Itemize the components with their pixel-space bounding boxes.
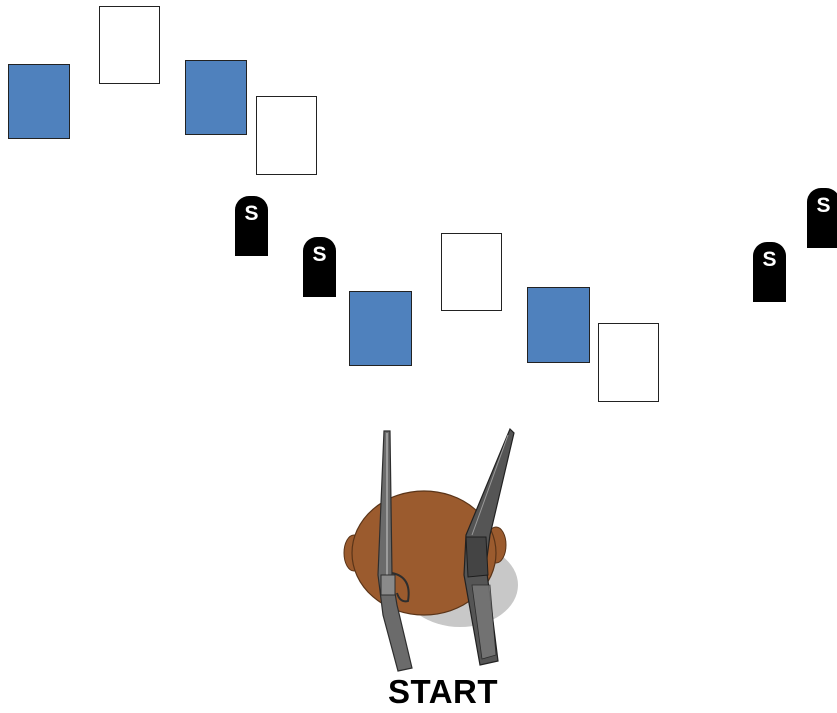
- shooter-with-rifle-and-shotgun-icon: [343, 427, 518, 672]
- stand-marker-letter: S: [762, 248, 777, 271]
- blue-target: [8, 64, 70, 139]
- white-target: [256, 96, 317, 175]
- stand-marker-letter: S: [244, 202, 259, 225]
- stand-marker-letter: S: [816, 194, 831, 217]
- stand-marker-letter: S: [312, 243, 327, 266]
- stand-marker: S: [753, 242, 786, 302]
- blue-target: [349, 291, 412, 366]
- white-target: [99, 6, 160, 84]
- stand-marker: S: [303, 237, 336, 297]
- blue-target: [185, 60, 247, 135]
- shotgun-icon: [463, 427, 515, 666]
- stand-marker: S: [235, 196, 268, 256]
- start-label: START: [388, 673, 499, 710]
- blue-target: [527, 287, 590, 363]
- rifle-icon: [377, 430, 413, 672]
- white-target: [598, 323, 659, 402]
- stand-marker: S: [807, 188, 837, 248]
- white-target: [441, 233, 502, 311]
